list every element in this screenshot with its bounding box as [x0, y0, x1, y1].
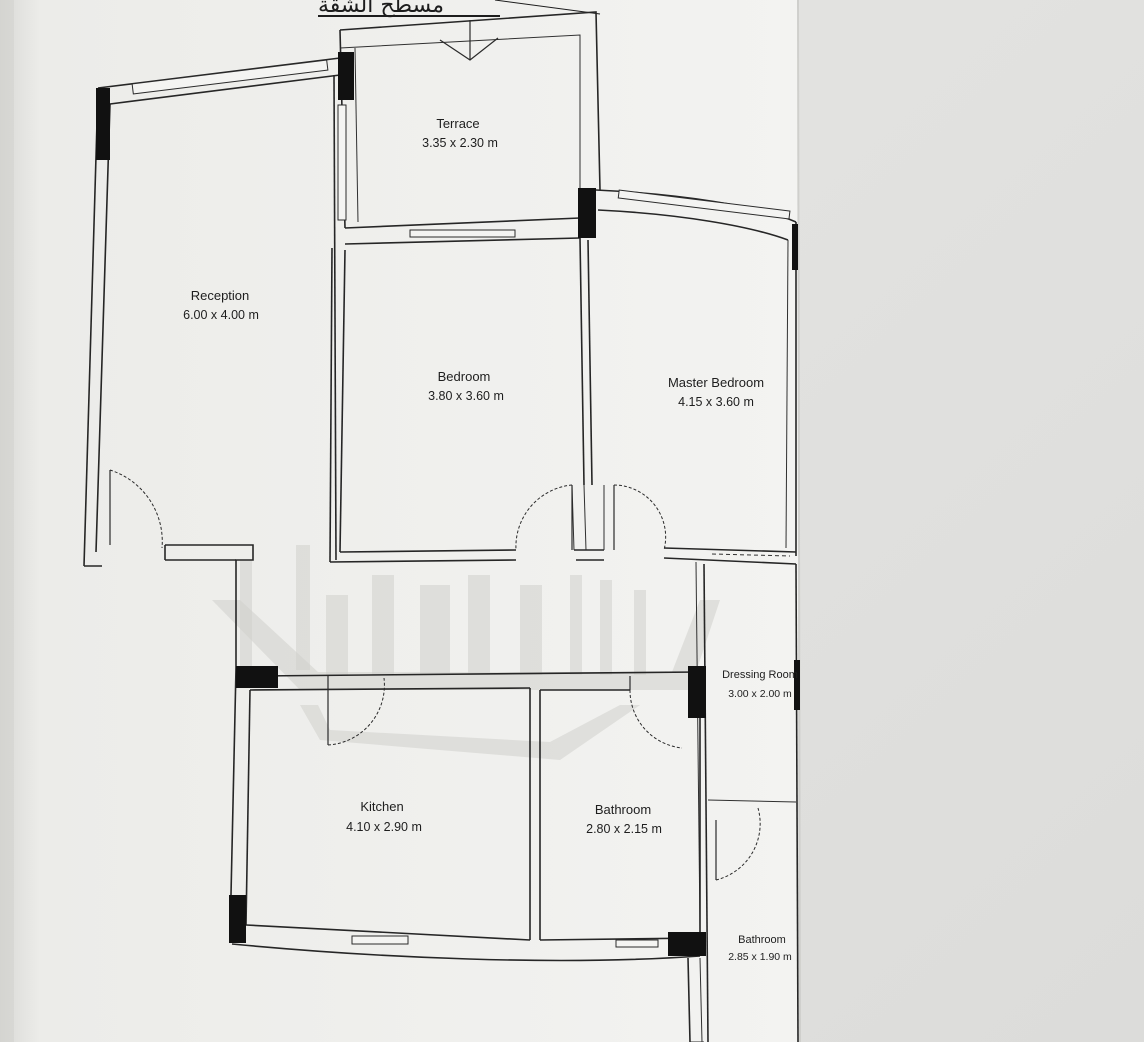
room-name: Master Bedroom [668, 375, 764, 390]
front-sheet [0, 0, 798, 1042]
sheet-edge [797, 0, 801, 1042]
master-bedroom-walls [595, 189, 797, 565]
room-name: Bathroom [595, 802, 651, 817]
room-terrace: Terrace 3.35 x 2.30 m [422, 116, 498, 150]
room-dimensions: 3.35 x 2.30 m [422, 136, 498, 150]
room-dimensions: 3.80 x 3.60 m [428, 389, 504, 403]
bedroom-walls [329, 237, 604, 563]
reception-walls [83, 57, 341, 668]
room-dimensions: 4.15 x 3.60 m [678, 395, 754, 409]
room-kitchen: Kitchen 4.10 x 2.90 m [346, 799, 422, 834]
room-bedroom: Bedroom 3.80 x 3.60 m [428, 369, 504, 403]
kitchen-walls [229, 667, 701, 962]
terrace-walls [337, 11, 601, 245]
room-master-bedroom: Master Bedroom 4.15 x 3.60 m [668, 375, 764, 409]
room-name: Bedroom [438, 369, 491, 384]
room-dimensions: 3.00 x 2.00 m [728, 688, 792, 700]
watermark-logo [212, 545, 720, 760]
left-page-curl [0, 0, 14, 1042]
room-name: Dressing Room [722, 669, 798, 681]
structural-columns [96, 52, 800, 956]
room-name: Bathroom [738, 934, 786, 946]
room-name: Reception [191, 288, 250, 303]
room-bathroom-2: Bathroom 2.85 x 1.90 m [728, 934, 792, 963]
svg-text:مسطح الشقة: مسطح الشقة [318, 0, 444, 18]
bathroom-1-walls [539, 689, 701, 948]
room-dimensions: 6.00 x 4.00 m [183, 308, 259, 322]
room-name: Kitchen [360, 799, 403, 814]
doors [109, 469, 791, 881]
room-reception: Reception 6.00 x 4.00 m [183, 288, 259, 322]
room-dimensions: 4.10 x 2.90 m [346, 820, 422, 834]
room-dimensions: 2.80 x 2.15 m [586, 822, 662, 836]
room-dressing-room: Dressing Room 3.00 x 2.00 m [722, 669, 798, 700]
room-name: Terrace [436, 116, 479, 131]
plan-title: مسطح الشقة [318, 0, 601, 18]
room-dimensions: 2.85 x 1.90 m [728, 951, 792, 963]
room-bathroom-1: Bathroom 2.80 x 2.15 m [586, 802, 662, 836]
